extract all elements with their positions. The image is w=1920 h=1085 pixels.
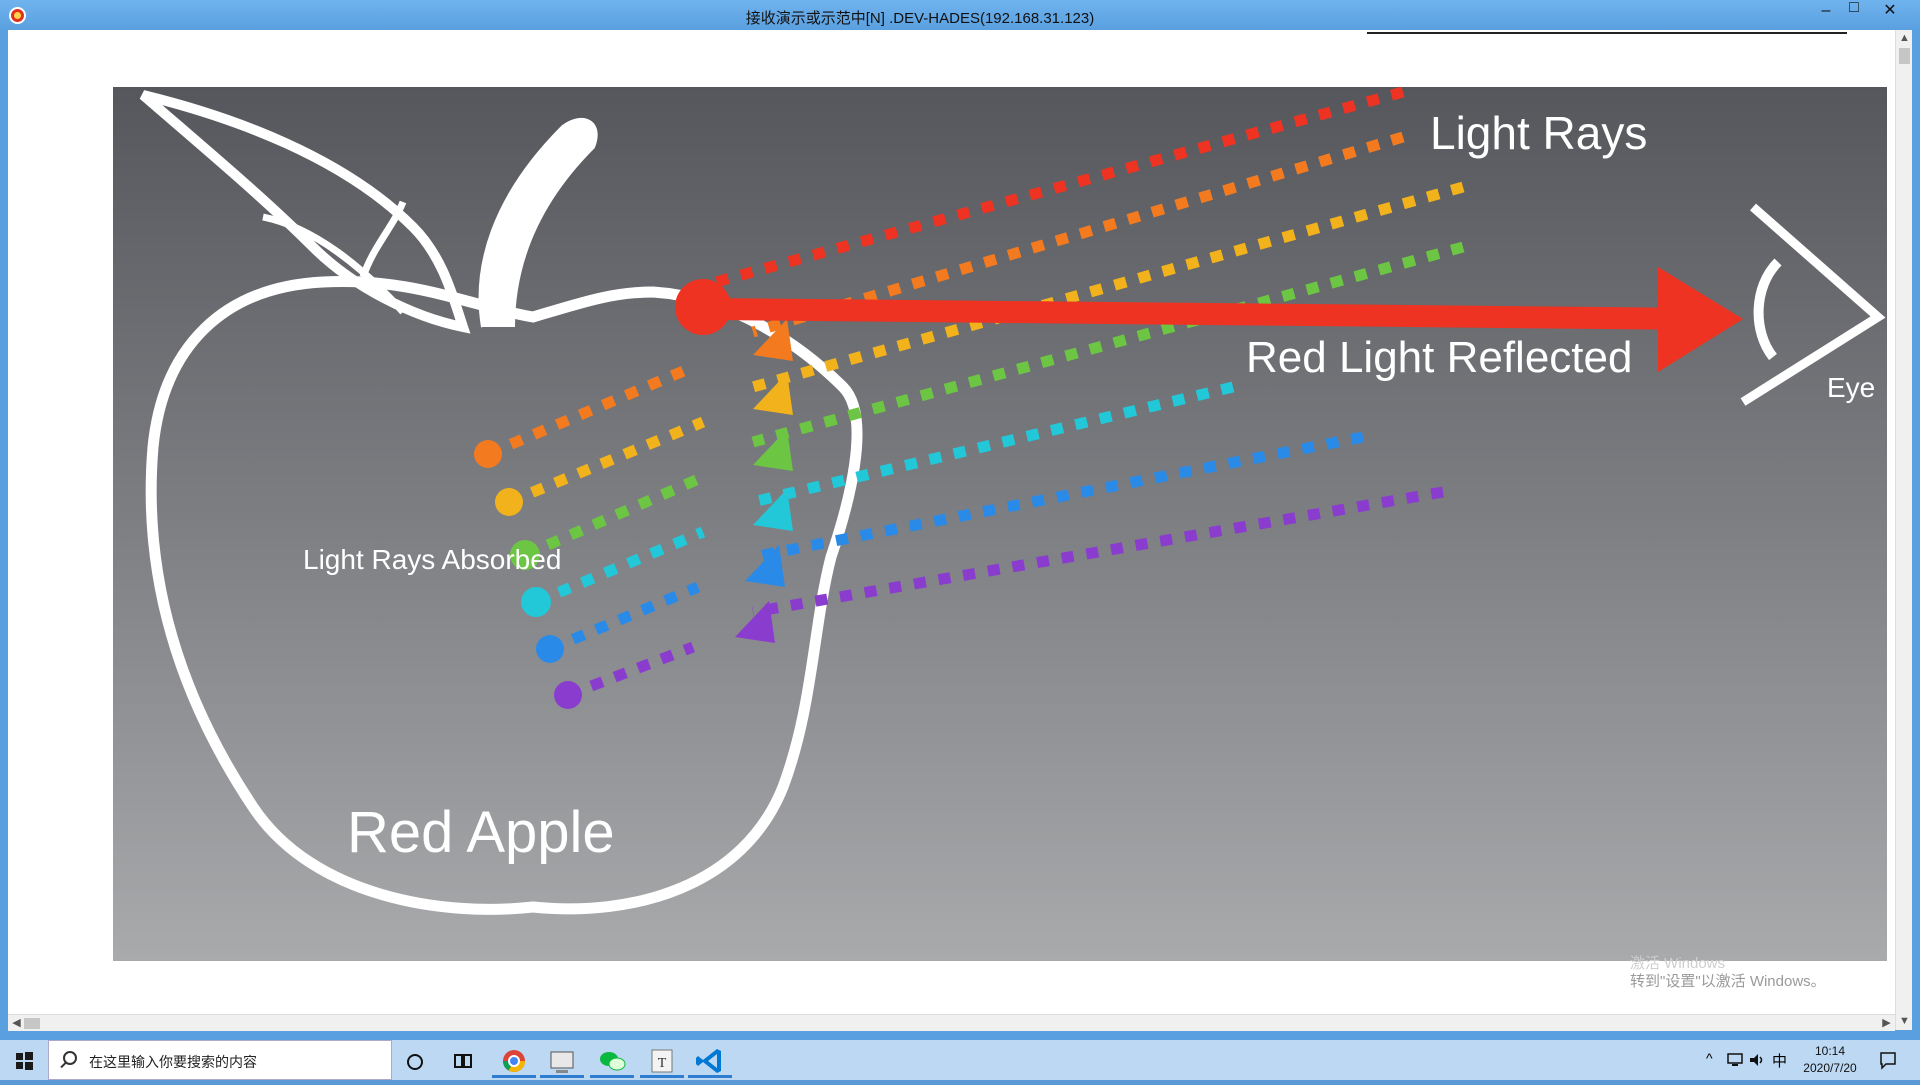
taskbar: 在这里输入你要搜索的内容 T ^ 中 10:14 2020/7/20 [0, 1040, 1920, 1080]
search-placeholder: 在这里输入你要搜索的内容 [89, 1054, 257, 1070]
incoming-ray-red [696, 87, 1405, 293]
label-light-rays-absorbed: Light Rays Absorbed [303, 544, 561, 575]
absorbed-ray-purple [566, 641, 695, 701]
apple-stem [478, 117, 598, 328]
clock-date: 2020/7/20 [1803, 1061, 1857, 1075]
arrowhead-yellow [753, 373, 793, 415]
scroll-up-icon[interactable]: ▲ [1899, 32, 1910, 44]
task-view-icon [454, 1054, 472, 1068]
app-logo-icon[interactable] [9, 7, 26, 24]
wechat-icon [600, 1052, 626, 1071]
incoming-ray-purple [752, 486, 1444, 618]
close-button[interactable]: ✕ [1883, 2, 1897, 19]
search-input[interactable]: 在这里输入你要搜索的内容 [48, 1040, 392, 1080]
scroll-right-icon[interactable]: ▶ [1882, 1017, 1891, 1029]
absorbed-dot-blue [536, 635, 564, 663]
apple-leaf [139, 90, 471, 334]
app-window: 接收演示或示范中[N] .DEV-HADES(192.168.31.123) –… [0, 0, 1920, 1040]
eye-iris [1753, 258, 1782, 361]
vscode-icon [696, 1049, 721, 1073]
reflected-arrowhead-red [1658, 267, 1743, 372]
incoming-ray-cyan [751, 381, 1235, 508]
leaf-vein [262, 213, 406, 315]
chevron-up-icon[interactable]: ^ [1706, 1050, 1713, 1066]
slide-image: Light Rays Red Light Reflected Eye Light… [113, 87, 1887, 961]
windows-logo-icon [16, 1052, 33, 1070]
taskbar-remote-desktop[interactable] [540, 1044, 584, 1078]
apple-outline [145, 275, 863, 915]
apple-light-diagram: Light Rays Red Light Reflected Eye Light… [139, 87, 1886, 915]
absorbed-dot-purple [554, 681, 582, 709]
arrowhead-purple [735, 601, 775, 643]
arrowhead-cyan [753, 489, 793, 531]
chrome-icon [503, 1050, 525, 1072]
taskbar-chrome[interactable] [492, 1044, 536, 1078]
incoming-ray-blue [751, 431, 1365, 563]
activation-watermark: 激活 Windows 转到"设置"以激活 Windows。 [1630, 955, 1826, 991]
cortana-icon [407, 1054, 423, 1070]
label-red-apple: Red Apple [347, 800, 615, 865]
reflected-red-ray [712, 298, 1704, 330]
label-eye: Eye [1827, 372, 1875, 403]
svg-text:T: T [658, 1056, 667, 1071]
minimize-button[interactable]: – [1821, 2, 1831, 19]
horizontal-scrollbar[interactable]: ◀ ▶ [8, 1014, 1895, 1031]
taskbar-vscode[interactable] [688, 1044, 732, 1078]
horizontal-scroll-thumb[interactable] [24, 1018, 40, 1029]
arrowhead-green [753, 429, 793, 471]
vertical-scroll-thumb[interactable] [1899, 48, 1910, 64]
window-title: 接收演示或示范中[N] .DEV-HADES(192.168.31.123) [745, 10, 1095, 27]
search-icon [63, 1051, 77, 1065]
task-view-button[interactable] [441, 1044, 485, 1078]
ime-indicator[interactable]: 中 [1772, 1053, 1788, 1070]
reflection-point-red [675, 279, 731, 335]
maximize-button[interactable]: □ [1849, 0, 1859, 16]
absorbed-dot-cyan [521, 587, 551, 617]
network-icon[interactable] [1726, 1051, 1744, 1069]
light-rays-group [474, 87, 1743, 709]
title-light-rays: Light Rays [1430, 107, 1647, 159]
clock-time: 10:14 [1814, 1044, 1846, 1058]
absorbed-ray-green [522, 471, 706, 561]
taskbar-typora[interactable]: T [640, 1044, 684, 1078]
watermark-line1: 激活 Windows [1630, 955, 1726, 972]
scroll-left-icon[interactable]: ◀ [12, 1017, 21, 1029]
vertical-scrollbar[interactable]: ▲ ▼ [1895, 30, 1912, 1030]
arrowhead-blue [745, 545, 785, 587]
typora-icon: T [651, 1049, 673, 1073]
eye-shape [1740, 203, 1886, 406]
arrowhead-orange [753, 319, 793, 361]
clock[interactable]: 10:14 2020/7/20 [1790, 1043, 1870, 1077]
absorbed-dot-yellow [495, 488, 523, 516]
absorbed-ray-yellow [506, 416, 706, 508]
absorbed-ray-blue [547, 581, 701, 655]
absorbed-dot-orange [474, 440, 502, 468]
watermark-line2: 转到"设置"以激活 Windows。 [1630, 973, 1826, 990]
absorbed-ray-orange [485, 361, 696, 460]
absorbed-ray-cyan [533, 526, 706, 608]
remote-desktop-icon [550, 1051, 574, 1073]
scroll-down-icon[interactable]: ▼ [1899, 1015, 1910, 1027]
leaf-vein-2 [359, 200, 407, 279]
label-red-light-reflected: Red Light Reflected [1246, 333, 1632, 382]
taskbar-wechat[interactable] [590, 1044, 634, 1078]
title-bar[interactable]: 接收演示或示范中[N] .DEV-HADES(192.168.31.123) –… [0, 0, 1920, 30]
absorbed-dot-green [510, 540, 540, 570]
start-button[interactable] [0, 1040, 48, 1080]
volume-icon[interactable] [1748, 1051, 1766, 1069]
action-center-icon[interactable] [1878, 1050, 1898, 1070]
cortana-button[interactable] [393, 1044, 437, 1078]
top-divider [1367, 32, 1847, 34]
